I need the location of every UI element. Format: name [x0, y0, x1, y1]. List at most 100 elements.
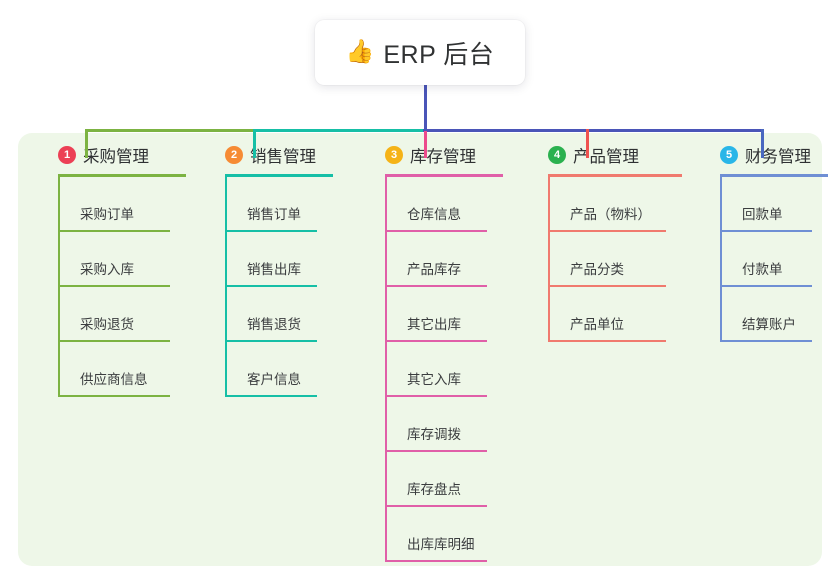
- branch-item[interactable]: 采购订单: [58, 177, 186, 232]
- branch-item-underline: [227, 340, 317, 342]
- branch-item[interactable]: 销售出库: [225, 232, 353, 287]
- branch-spine: [225, 177, 227, 397]
- branch-item-label: 付款单: [742, 262, 783, 277]
- branch-item[interactable]: 销售订单: [225, 177, 353, 232]
- root-node-title: ERP 后台: [383, 40, 495, 69]
- branch-item-label: 仓库信息: [407, 207, 461, 222]
- branch-item[interactable]: 其它出库: [385, 287, 513, 342]
- branch-item-label: 销售出库: [247, 262, 301, 277]
- drop-3: [424, 129, 427, 158]
- branch-item[interactable]: 产品单位: [548, 287, 676, 342]
- drop-5: [761, 129, 764, 158]
- branch-item[interactable]: 产品（物料）: [548, 177, 676, 232]
- branch-item-underline: [60, 395, 170, 397]
- branch-header-underline: [385, 174, 503, 177]
- branch-title: 产品管理: [573, 148, 639, 166]
- root-node-card[interactable]: 👍 ERP 后台: [315, 20, 525, 85]
- branch-item-underline: [387, 285, 487, 287]
- branch-item-label: 产品（物料）: [570, 207, 651, 222]
- branch-spine: [385, 177, 387, 562]
- branch-item-label: 出库库明细: [407, 537, 475, 552]
- branch-item[interactable]: 客户信息: [225, 342, 353, 397]
- branch-header-4[interactable]: 4 产品管理: [528, 142, 676, 168]
- branch-item[interactable]: 结算账户: [720, 287, 820, 342]
- branch-item-underline: [722, 340, 812, 342]
- branch-item-label: 采购入库: [80, 262, 134, 277]
- branch-item[interactable]: 其它入库: [385, 342, 513, 397]
- branch-item-underline: [227, 395, 317, 397]
- branch-item-underline: [387, 395, 487, 397]
- branch-column-2: 2 销售管理销售订单销售出库销售退货客户信息: [205, 142, 353, 397]
- branch-item[interactable]: 仓库信息: [385, 177, 513, 232]
- branch-item[interactable]: 产品库存: [385, 232, 513, 287]
- branch-number-badge: 1: [58, 146, 76, 164]
- branch-title: 销售管理: [250, 148, 316, 166]
- branch-item-label: 库存盘点: [407, 482, 461, 497]
- branch-item-list: 回款单付款单结算账户: [720, 177, 820, 342]
- branch-item-label: 销售订单: [247, 207, 301, 222]
- branch-item-label: 销售退货: [247, 317, 301, 332]
- branch-item-underline: [60, 340, 170, 342]
- diagram-panel-background: [18, 133, 822, 566]
- branch-item-label: 其它出库: [407, 317, 461, 332]
- branch-header-underline: [58, 174, 186, 177]
- branch-column-4: 4 产品管理产品（物料） 产品分类产品单位: [528, 142, 682, 342]
- branch-item-underline: [387, 450, 487, 452]
- branch-spine: [548, 177, 550, 342]
- branch-item-list: 产品（物料） 产品分类产品单位: [548, 177, 676, 342]
- branch-item[interactable]: 付款单: [720, 232, 820, 287]
- branch-item[interactable]: 采购入库: [58, 232, 186, 287]
- branch-number-badge: 4: [548, 146, 566, 164]
- bar-green: [85, 129, 255, 132]
- branch-item-underline: [722, 230, 812, 232]
- branch-header-2[interactable]: 2 销售管理: [205, 142, 353, 168]
- branch-number-badge: 2: [225, 146, 243, 164]
- branch-item-label: 产品单位: [570, 317, 624, 332]
- branch-item-label: 回款单: [742, 207, 783, 222]
- branch-title: 采购管理: [83, 148, 149, 166]
- branch-header-underline: [225, 174, 333, 177]
- bar-blue: [423, 129, 764, 132]
- branch-item-label: 供应商信息: [80, 372, 148, 387]
- branch-column-1: 1 采购管理采购订单采购入库采购退货供应商信息: [38, 142, 186, 397]
- branch-item-underline: [387, 230, 487, 232]
- branch-item-underline: [550, 230, 666, 232]
- branch-item-underline: [60, 230, 170, 232]
- branch-item-label: 产品分类: [570, 262, 624, 277]
- branch-spine: [720, 177, 722, 342]
- branch-item-label: 采购退货: [80, 317, 134, 332]
- drop-1: [85, 129, 88, 158]
- thumbs-up-icon: 👍: [345, 38, 375, 64]
- branch-item-underline: [387, 505, 487, 507]
- branch-item-underline: [227, 285, 317, 287]
- bar-teal: [253, 129, 425, 132]
- branch-item-underline: [387, 560, 487, 562]
- branch-item[interactable]: 供应商信息: [58, 342, 186, 397]
- branch-item-list: 销售订单销售出库销售退货客户信息: [225, 177, 353, 397]
- branch-header-1[interactable]: 1 采购管理: [38, 142, 186, 168]
- branch-item-label: 采购订单: [80, 207, 134, 222]
- branch-item-list: 仓库信息产品库存其它出库其它入库库存调拨库存盘点出库库明细: [385, 177, 513, 562]
- branch-spine: [58, 177, 60, 397]
- branch-item-label: 客户信息: [247, 372, 301, 387]
- branch-item-underline: [227, 230, 317, 232]
- branch-item-underline: [387, 340, 487, 342]
- branch-item-underline: [60, 285, 170, 287]
- branch-item[interactable]: 采购退货: [58, 287, 186, 342]
- branch-item-label: 产品库存: [407, 262, 461, 277]
- branch-item[interactable]: 产品分类: [548, 232, 676, 287]
- branch-item[interactable]: 回款单: [720, 177, 820, 232]
- branch-title: 库存管理: [410, 148, 476, 166]
- branch-item-list: 采购订单采购入库采购退货供应商信息: [58, 177, 186, 397]
- branch-header-underline: [548, 174, 682, 177]
- branch-item[interactable]: 销售退货: [225, 287, 353, 342]
- branch-item[interactable]: 库存调拨: [385, 397, 513, 452]
- branch-item[interactable]: 库存盘点: [385, 452, 513, 507]
- branch-item-label: 其它入库: [407, 372, 461, 387]
- branch-item[interactable]: 出库库明细: [385, 507, 513, 562]
